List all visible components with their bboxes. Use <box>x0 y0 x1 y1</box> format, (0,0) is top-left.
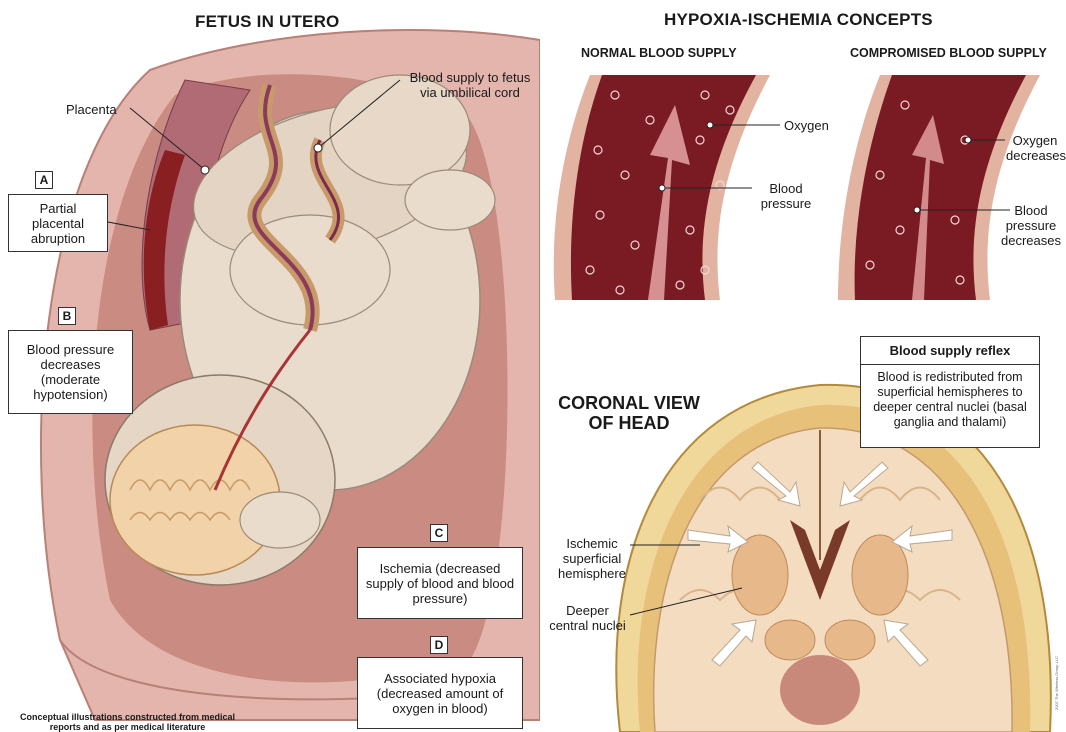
reflex-text: Blood is redistributed from superficial … <box>861 365 1039 435</box>
deeper-nuclei-label: Deeper central nuclei <box>545 603 630 633</box>
reflex-box: Blood supply reflex Blood is redistribut… <box>860 336 1040 448</box>
ischemic-label: Ischemic superficial hemisphere <box>552 536 632 581</box>
copyright-text: 2007 The Wireless Group LLC <box>1054 630 1059 710</box>
brainstem <box>780 655 860 725</box>
reflex-heading: Blood supply reflex <box>861 337 1039 365</box>
